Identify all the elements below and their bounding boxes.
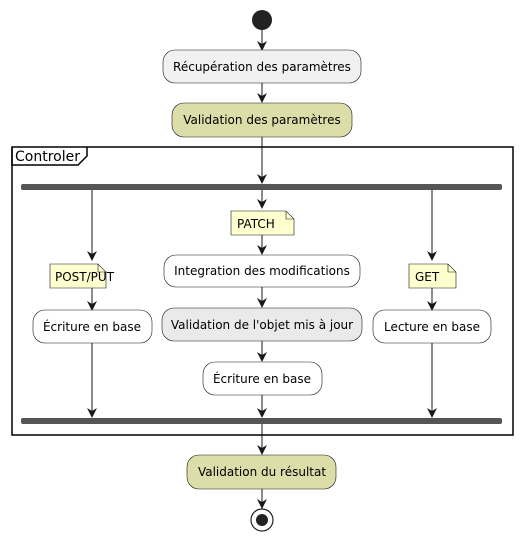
activity-validate-object: Validation de l'objet mis à jour <box>161 307 363 342</box>
activity-write-db-patch: Écriture en base <box>202 361 323 396</box>
note-get: GET <box>408 263 457 289</box>
fork-bar <box>21 184 502 190</box>
activity-read-db: Lecture en base <box>372 309 492 344</box>
note-post-put-label: POST/PUT <box>55 270 115 284</box>
activity-validate-result-label: Validation du résultat <box>198 465 326 479</box>
activity-integrate-changes: Integration des modifications <box>163 254 361 288</box>
partition-controler: Controler <box>11 146 514 436</box>
note-patch: PATCH <box>230 210 295 236</box>
activity-validate-parameters: Validation des paramètres <box>171 102 353 138</box>
activity-integrate-changes-label: Integration des modifications <box>174 264 350 278</box>
activity-write-db-post-label: Écriture en base <box>43 319 141 334</box>
activity-validate-result: Validation du résultat <box>186 454 337 490</box>
activity-read-db-label: Lecture en base <box>384 320 480 334</box>
note-patch-label: PATCH <box>237 217 275 231</box>
note-get-label: GET <box>415 270 440 284</box>
start-node <box>252 10 272 30</box>
end-node <box>250 508 274 532</box>
activity-write-db-patch-label: Écriture en base <box>213 371 311 386</box>
flow-arrows <box>87 30 437 509</box>
activity-validate-parameters-label: Validation des paramètres <box>183 113 340 127</box>
partition-title: Controler <box>15 149 80 165</box>
join-bar <box>21 418 502 424</box>
activity-get-parameters: Récupération des paramètres <box>162 49 362 84</box>
activity-validate-object-label: Validation de l'objet mis à jour <box>171 318 353 332</box>
activity-write-db-post: Écriture en base <box>32 309 153 344</box>
note-post-put: POST/PUT <box>49 263 115 289</box>
activity-get-parameters-label: Récupération des paramètres <box>173 60 351 74</box>
